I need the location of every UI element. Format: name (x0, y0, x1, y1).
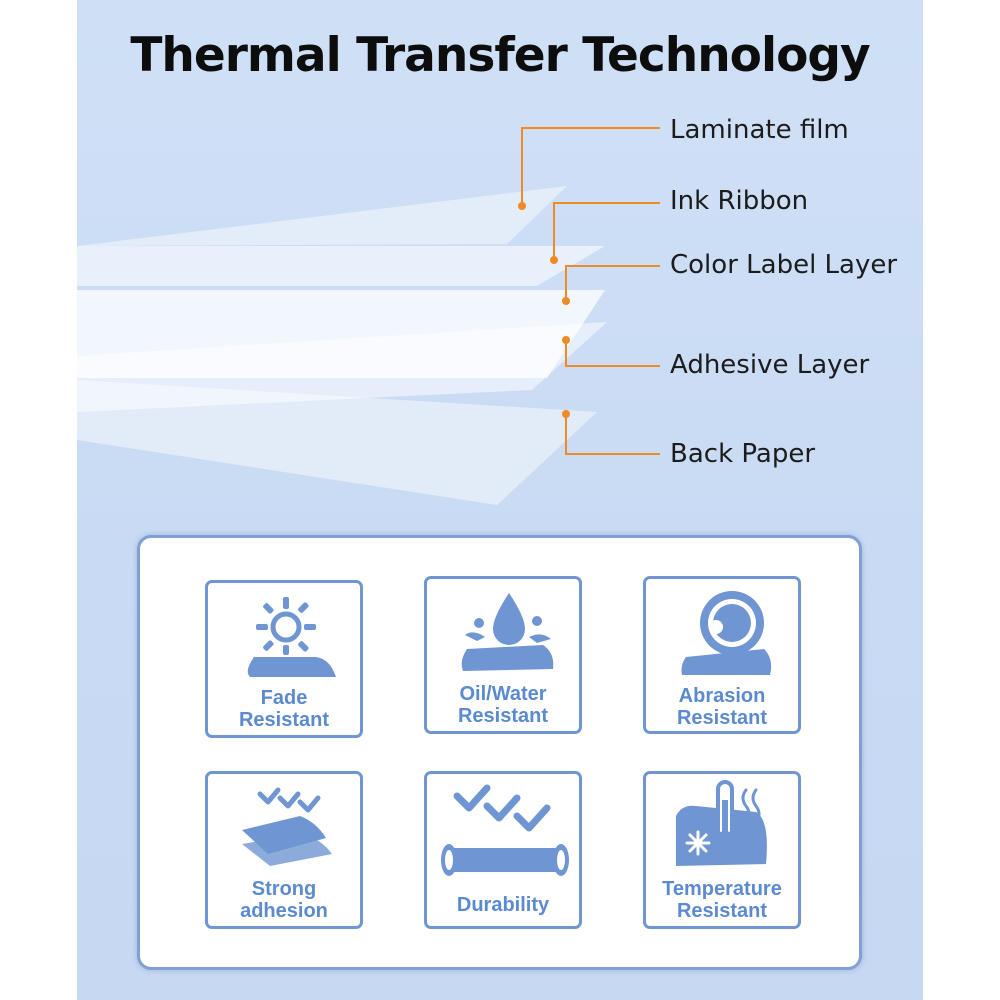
water-drop-icon (461, 593, 554, 671)
feature-card-oil-water-resistant: Oil/Water Resistant (424, 576, 582, 734)
feature-label-line1: Durability (456, 894, 550, 916)
label-layers-diagram (77, 127, 660, 505)
feature-label-line2: Resistant (676, 707, 768, 729)
feature-label-line2: Resistant (457, 705, 549, 727)
layer-label-laminate-film: Laminate film (670, 115, 849, 145)
page-title: Thermal Transfer Technology (130, 28, 870, 83)
feature-label-line1: Fade (260, 687, 308, 709)
leader-dot-ink-ribbon (550, 256, 558, 264)
feature-label-line2: adhesion (240, 900, 328, 922)
leader-line-ink-ribbon (553, 202, 660, 260)
color-label-sheet (77, 290, 605, 378)
thermometer-snowflake-icon (676, 780, 767, 866)
checkmarks-icon (441, 784, 569, 876)
feature-label-line2: Resistant (676, 900, 768, 922)
back-paper-sheet (77, 380, 597, 505)
feature-label-line1: Strong (251, 878, 317, 900)
leader-dot-back-paper (562, 410, 570, 418)
layer-label-back-paper: Back Paper (670, 439, 816, 469)
leader-line-laminate (521, 127, 660, 206)
feature-label-line1: Oil/Water (459, 683, 547, 705)
product-infographic: Thermal Transfer Technology Laminate fil… (77, 0, 923, 1000)
feature-label-line1: Abrasion (678, 685, 766, 707)
adhesion-icon (242, 787, 332, 866)
leader-line-adhesive (565, 340, 660, 367)
laminate-film-sheet (77, 186, 567, 246)
layer-label-color-label-layer: Color Label Layer (670, 250, 898, 280)
layer-label-adhesive-layer: Adhesive Layer (670, 350, 870, 380)
feature-card-fade-resistant: Fade Resistant (205, 580, 363, 738)
leader-dot-laminate (518, 202, 526, 210)
leader-line-back-paper (565, 414, 660, 455)
feature-card-abrasion-resistant: Abrasion Resistant (643, 576, 801, 734)
feature-card-strong-adhesion: Strong adhesion (205, 771, 363, 929)
feature-label-line1: Temperature (662, 878, 782, 900)
feature-card-durability: Durability (424, 771, 582, 929)
ink-ribbon-sheet (77, 246, 605, 286)
leader-dot-adhesive (562, 336, 570, 344)
leader-line-color-label (565, 265, 660, 301)
leader-dot-color-label (562, 297, 570, 305)
features-panel: Fade Resistant Oil/Water Resistant (137, 535, 862, 970)
feature-card-temperature-resistant: Temperature Resistant (643, 771, 801, 929)
layer-label-ink-ribbon: Ink Ribbon (670, 186, 809, 216)
tape-roll-icon (681, 591, 772, 675)
feature-label-line2: Resistant (238, 709, 330, 731)
sun-icon (247, 597, 336, 677)
